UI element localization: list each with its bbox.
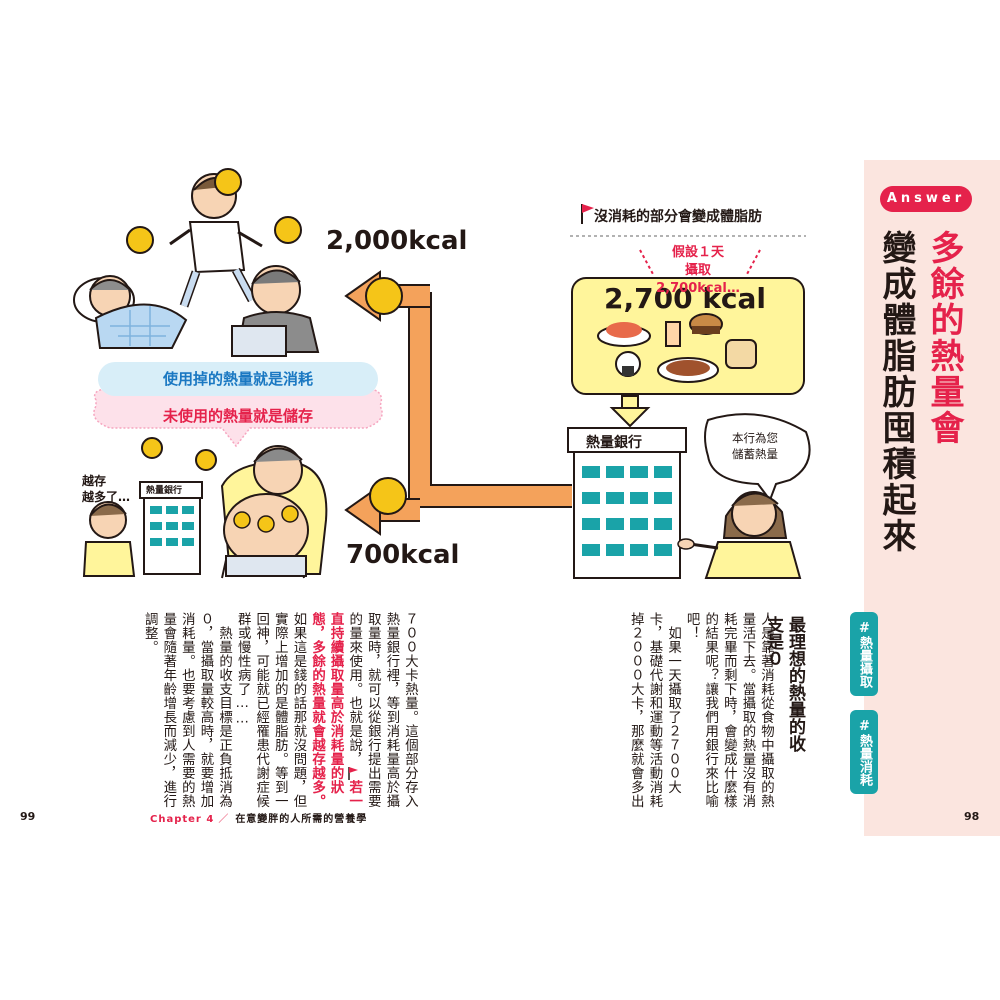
assumption-line-2: 攝取2,700kcal… (656, 263, 740, 296)
unused-calorie-label: 未使用的熱量就是儲存 (162, 407, 313, 425)
running-head: Chapter 4／ 在意變胖的人所需的營養學 (150, 810, 367, 825)
paragraph: 如果一天攝取了２７００大卡，基礎代謝和運動等活動消耗掉２０００大卡，那麼就會多出 (627, 612, 681, 808)
kcal-700-label: 700kcal (346, 540, 460, 570)
walking-person (169, 173, 263, 308)
page-number-left: 99 (20, 810, 36, 823)
page-number-right: 98 (964, 810, 980, 823)
paragraph: 人是靠著消耗從食物中攝取的熱量活下去。當攝取的熱量沒有消耗完畢而剩下時，會變成什… (683, 612, 773, 808)
more-saved-line-1: 越存 (82, 474, 107, 488)
more-saved-line-2: 越多了… (82, 490, 131, 504)
tag-calorie-intake: #熱量攝取量 (829, 612, 878, 696)
bank-sign: 熱量銀行 (586, 435, 642, 451)
laptop-person (231, 265, 320, 357)
chapter-label: Chapter 4 (150, 814, 215, 825)
emphasis-text: 若一直持續攝取量高於消耗量的狀態，多餘的熱量就會越存越多。 (309, 612, 362, 808)
big-bank (567, 427, 687, 579)
header-band (864, 160, 1000, 836)
separator: ／ (218, 814, 230, 825)
flag-icon (581, 204, 594, 224)
dash-mark (639, 249, 655, 277)
assumption-line-1: 假設１天 (671, 245, 724, 260)
fat-conversion-title: 沒消耗的部分會變成體脂肪 (594, 209, 762, 225)
flag-icon (348, 766, 362, 780)
assumption-text: 假設１天 攝取2,700kcal… (644, 244, 752, 298)
tag-calorie-consumption: #熱量消耗量 (829, 710, 878, 794)
speech-line-1: 本行為您 (732, 431, 778, 445)
dash-mark (745, 249, 761, 277)
sleeping-person (73, 275, 188, 349)
bank-sign-small: 熱量銀行 (146, 486, 183, 496)
section-heading: 最理想的熱量的收支是０ (763, 616, 805, 752)
paragraph: 如果這是錢的話那就沒問題，但實際上增加的是體脂肪。等到一回神，可能就已經罹患代謝… (234, 612, 306, 808)
body-text-left: ７００大卡熱量。這個部分存入熱量銀行裡，等到消耗量高於攝取量時，就可以從銀行提出… (102, 612, 418, 808)
used-calorie-label: 使用掉的熱量就是消耗 (98, 362, 378, 396)
paragraph: 熱量的收支目標是正負抵消為０，當攝取量較高時，就要增加消耗量。也要考慮到人需要的… (141, 612, 232, 808)
down-arrow-icon (609, 395, 651, 428)
speech-line-2: 儲蓄熱量 (732, 447, 778, 461)
speech-text: 本行為您 儲蓄熱量 (712, 430, 798, 462)
banker-woman-small (82, 501, 136, 577)
paragraph: ７００大卡熱量。這個部分存入熱量銀行裡，等到消耗量高於攝取量時，就可以從銀行提出… (346, 612, 417, 808)
kcal-2700-label: 2,700 kcal (604, 282, 767, 315)
coin-icon (126, 168, 407, 515)
running-title: 在意變胖的人所需的營養學 (235, 814, 368, 825)
kcal-2000-label: 2,000kcal (326, 226, 468, 256)
title-line-1: 多餘的熱量會 (924, 230, 964, 446)
food-icons (597, 313, 757, 383)
title-line-2: 變成體脂肪囤積起來 (876, 230, 916, 554)
speech-bubble (704, 413, 811, 503)
banker-woman (677, 491, 802, 579)
small-bank (139, 437, 217, 575)
answer-badge: Answer (880, 186, 972, 212)
overweight-person (220, 445, 328, 579)
body-text-right: 人是靠著消耗從食物中攝取的熱量活下去。當攝取的熱量沒有消耗完畢而剩下時，會變成什… (586, 612, 774, 808)
